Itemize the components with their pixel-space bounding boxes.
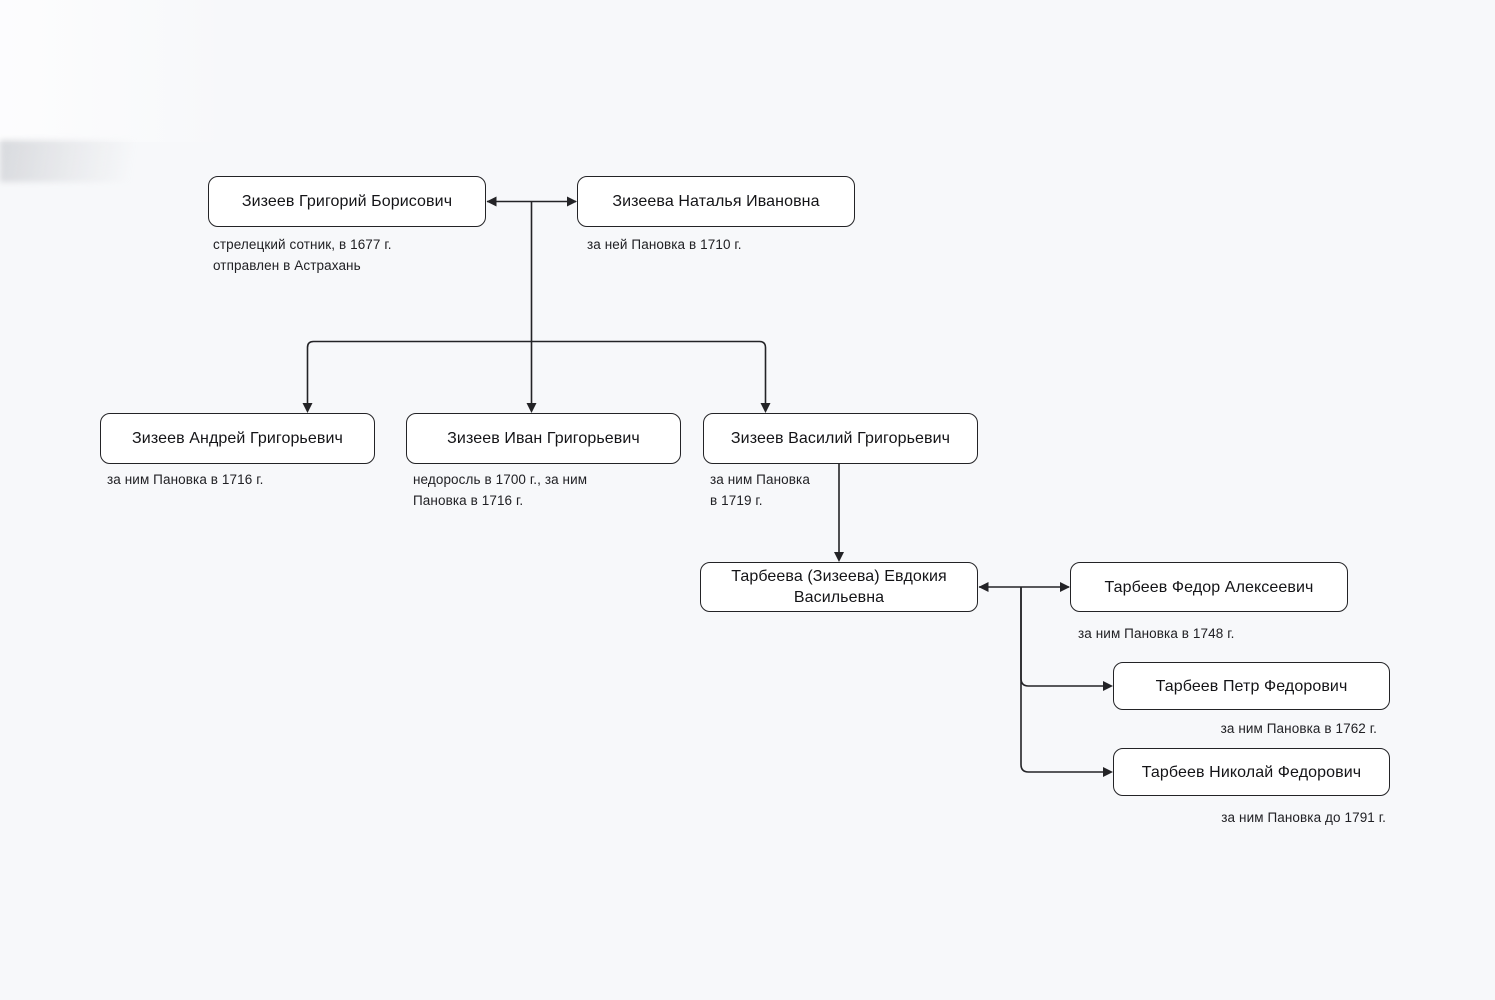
node-label-grigoriy: Зизеев Григорий Борисович xyxy=(241,193,453,210)
arrowhead-couple-evdokia-fedor-right xyxy=(1060,582,1070,592)
arrowhead-branch-children-down xyxy=(760,403,771,413)
node-note-natalya: за ней Пановка в 1710 г. xyxy=(587,237,742,252)
arrowhead-stem-parents-to-children-down xyxy=(526,403,537,413)
tree-node-fedor[interactable]: Тарбеев Федор Алексеевич xyxy=(1070,562,1348,612)
node-note-andrey: за ним Пановка в 1716 г. xyxy=(107,472,264,487)
arrowhead-couple-grigoriy-natalya-right xyxy=(567,196,577,207)
node-label-evdokia: Тарбеева (Зизеева) Евдокия Васильевна xyxy=(731,568,947,606)
tree-node-vasiliy[interactable]: Зизеев Василий Григорьевич xyxy=(703,413,978,464)
arrowhead-stem-vasiliy-evdokia-down xyxy=(834,552,844,562)
tree-node-evdokia[interactable]: Тарбеева (Зизеева) Евдокия Васильевна xyxy=(700,562,978,612)
tree-node-grigoriy[interactable]: Зизеев Григорий Борисович xyxy=(208,176,486,227)
arrowhead-couple-evdokia-fedor-left xyxy=(978,582,989,592)
arrowhead-couple-grigoriy-natalya-left xyxy=(486,196,497,207)
node-note-ivan: недоросль в 1700 г., за ним Пановка в 17… xyxy=(413,472,588,508)
node-note-fedor: за ним Пановка в 1748 г. xyxy=(1078,626,1235,641)
node-label-fedor: Тарбеев Федор Алексеевич xyxy=(1104,578,1314,596)
node-label-ivan: Зизеев Иван Григорьевич xyxy=(447,430,640,447)
node-label-vasiliy: Зизеев Василий Григорьевич xyxy=(730,430,951,447)
node-note-petr: за ним Пановка в 1762 г. xyxy=(1220,721,1377,736)
tree-node-petr[interactable]: Тарбеев Петр Федорович xyxy=(1113,662,1390,710)
node-label-natalya: Зизеева Наталья Ивановна xyxy=(612,193,820,210)
edge-fork-to-nikolay xyxy=(1020,587,1104,773)
tree-node-natalya[interactable]: Зизеева Наталья Ивановна xyxy=(577,176,855,227)
tree-node-andrey[interactable]: Зизеев Андрей Григорьевич xyxy=(100,413,375,464)
tree-node-nikolay[interactable]: Тарбеев Николай Федорович xyxy=(1113,748,1390,796)
node-label-nikolay: Тарбеев Николай Федорович xyxy=(1141,763,1362,781)
arrowhead-branch-children-down xyxy=(302,403,313,413)
node-label-andrey: Зизеев Андрей Григорьевич xyxy=(132,430,343,447)
edge-branch-children xyxy=(306,340,767,409)
arrowhead-fork-to-nikolay-right xyxy=(1103,767,1113,777)
tree-node-ivan[interactable]: Зизеев Иван Григорьевич xyxy=(406,413,681,464)
node-note-vasiliy: за ним Пановка в 1719 г. xyxy=(710,472,810,508)
node-note-grigoriy: стрелецкий сотник, в 1677 г. отправлен в… xyxy=(213,237,392,273)
node-label-petr: Тарбеев Петр Федорович xyxy=(1155,677,1348,695)
node-note-nikolay: за ним Пановка до 1791 г. xyxy=(1221,810,1386,825)
arrowhead-fork-to-petr-right xyxy=(1103,681,1113,691)
